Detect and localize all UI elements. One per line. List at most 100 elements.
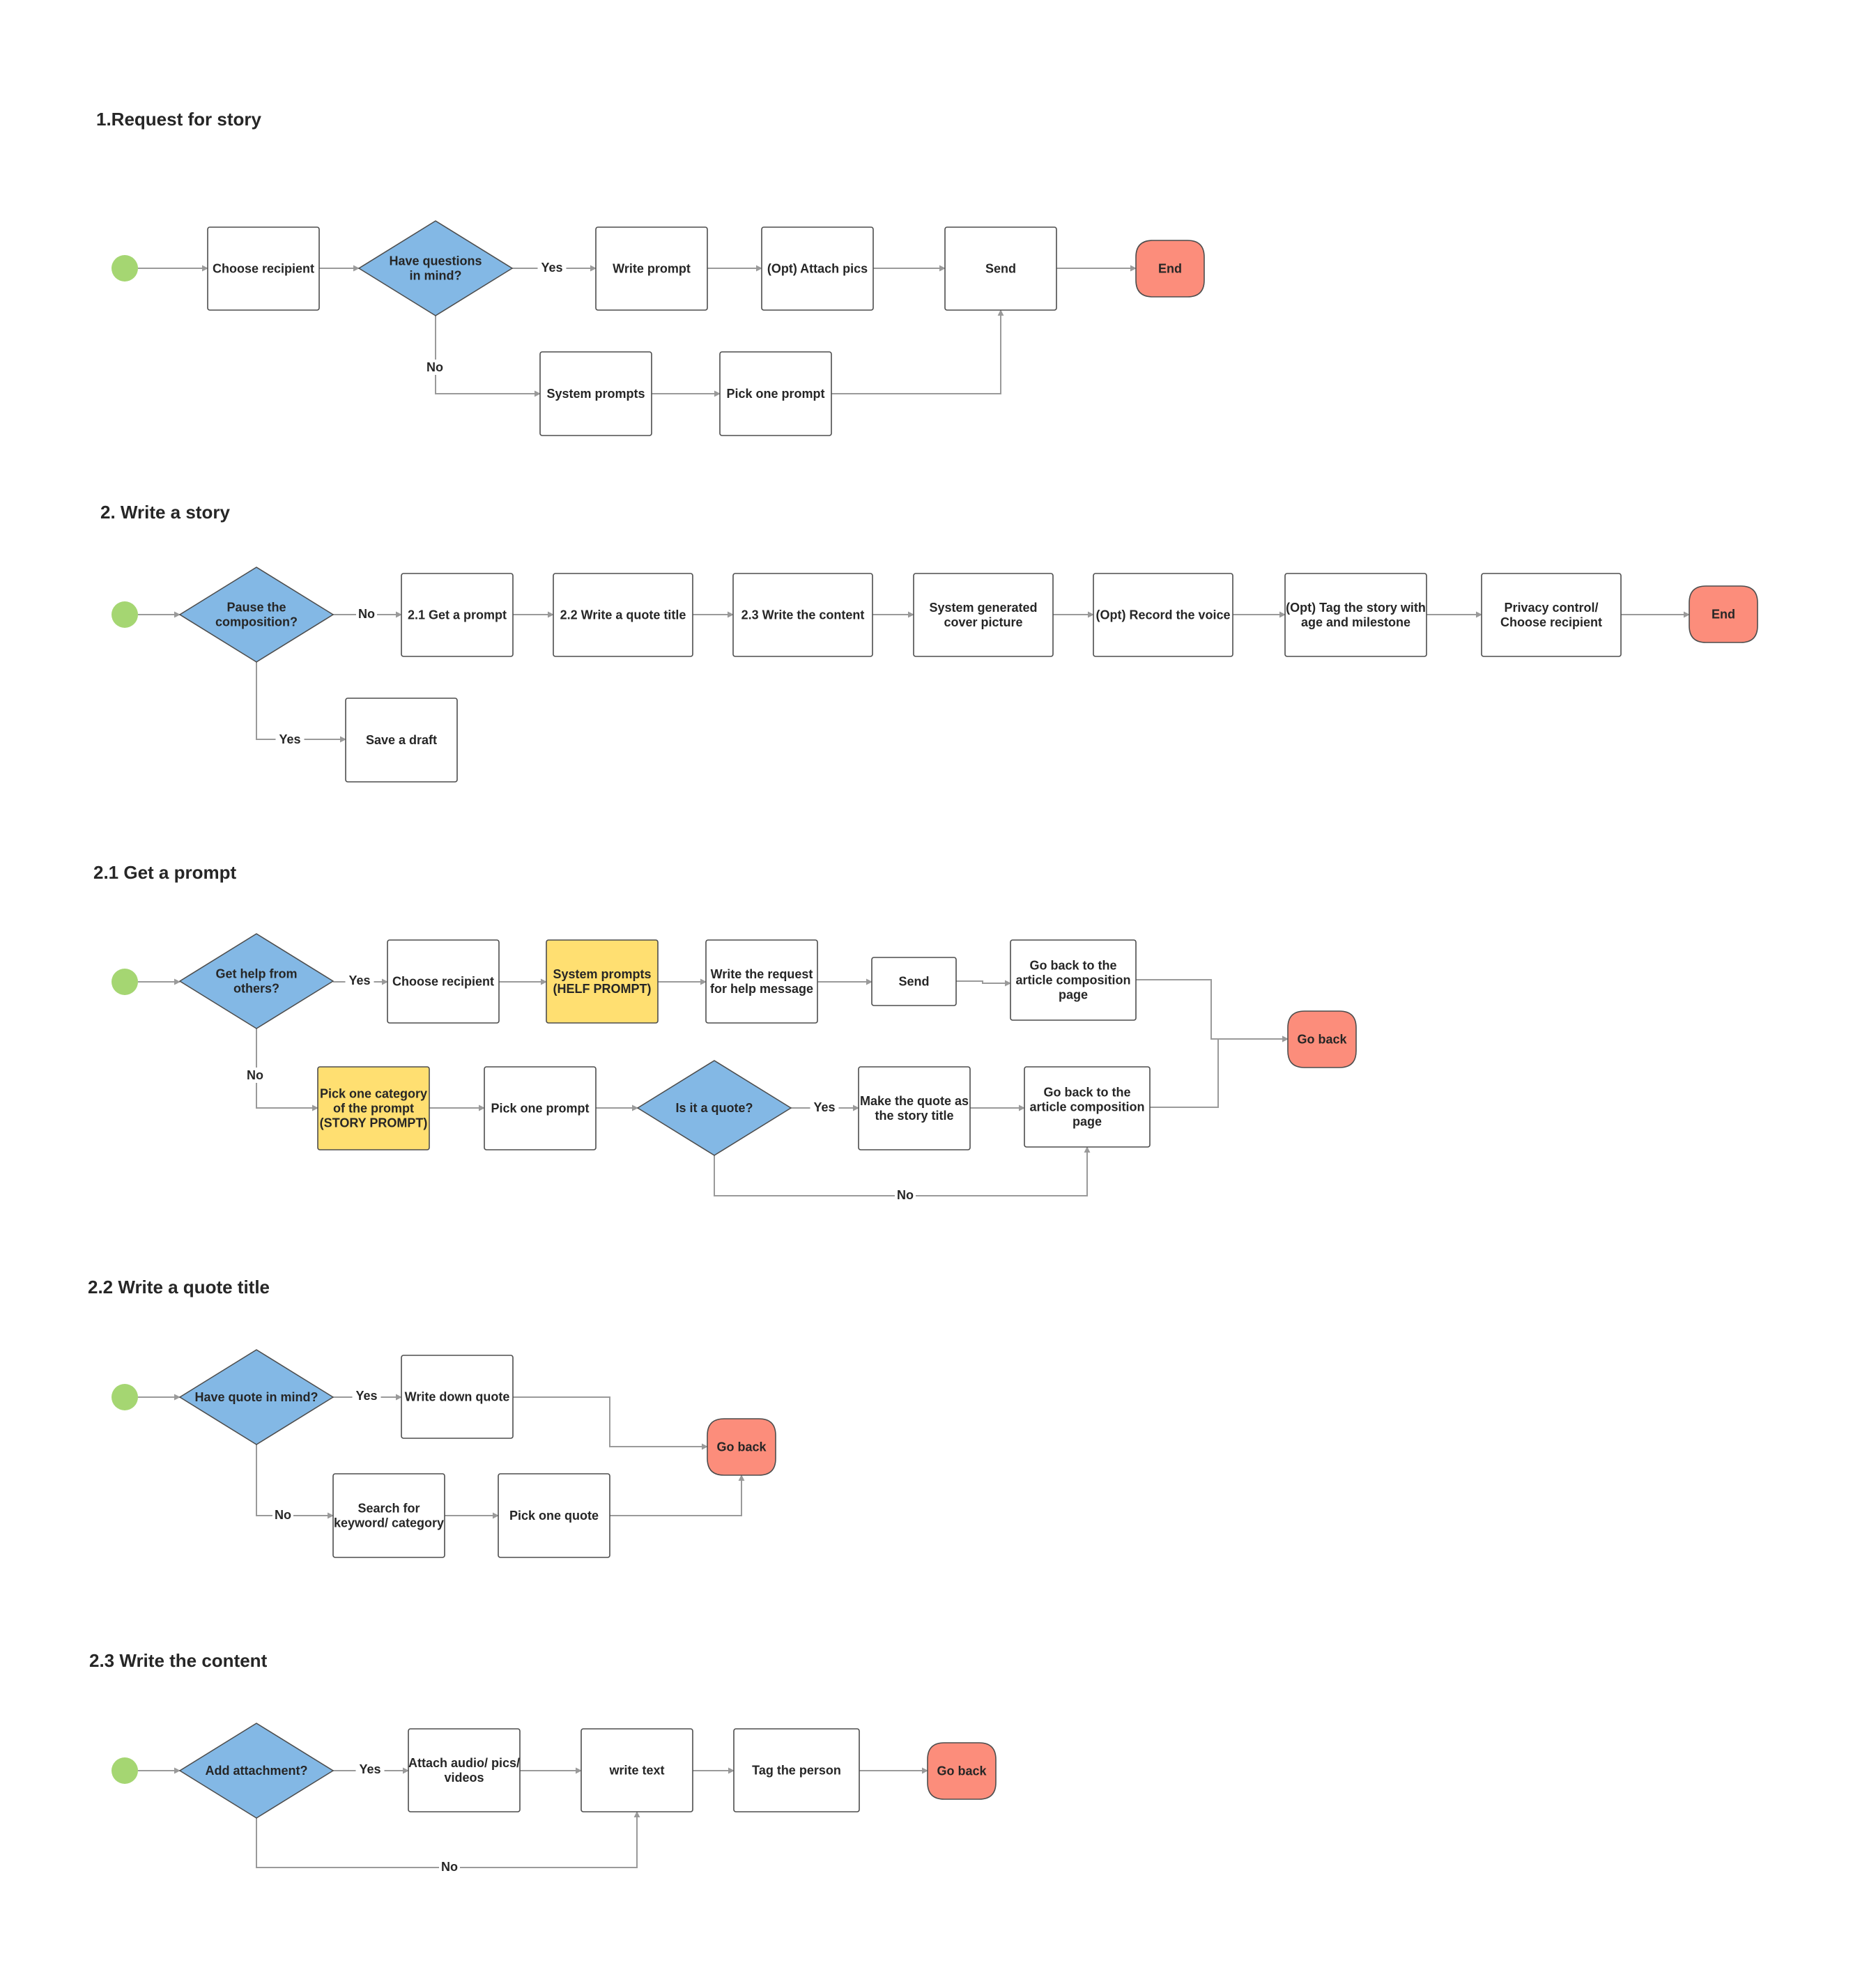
process-box <box>871 957 957 1006</box>
process-box <box>1481 573 1622 657</box>
connector-d1-to-n2: Yes <box>512 260 597 275</box>
decision-diamond <box>179 1349 334 1445</box>
process-node-n2: 2.2 Write a quote title <box>553 573 693 657</box>
process-label: Pick one quote <box>509 1509 599 1523</box>
terminal-node-shape <box>1287 1010 1357 1068</box>
process-node-n5: System prompts <box>539 351 652 436</box>
connector-label-background <box>895 1187 916 1203</box>
connector-line <box>610 1474 745 1516</box>
process-node-n5: (Opt) Record the voice <box>1093 573 1233 657</box>
connector-n5-to-e <box>1136 979 1289 1042</box>
process-box <box>1010 939 1137 1021</box>
process-label: Tag the person <box>752 1764 841 1778</box>
process-box <box>719 351 832 436</box>
process-box <box>858 1066 971 1150</box>
process-label: article composition <box>1015 973 1130 987</box>
connector-label: Yes <box>279 732 300 746</box>
decision-node-d2: Is it a quote? <box>637 1060 792 1156</box>
process-label: Go back to the <box>1043 1086 1130 1100</box>
connector-line <box>256 1029 318 1111</box>
process-box <box>944 226 1057 311</box>
decision-label: Pause the <box>226 601 286 615</box>
connector-d1-to-n1: Yes <box>333 1388 402 1403</box>
process-label: (Opt) Attach pics <box>767 262 868 276</box>
process-box <box>484 1066 597 1150</box>
start-node <box>112 1757 138 1784</box>
terminal-node-shape <box>1135 240 1205 298</box>
connector-d1-to-n2: No <box>256 1811 640 1874</box>
decision-label: Is it a quote? <box>675 1101 753 1115</box>
terminal-node-e: Go back <box>707 1418 776 1476</box>
process-label: Write down quote <box>405 1390 510 1404</box>
terminal-label: End <box>1158 262 1182 276</box>
process-label: 2.2 Write a quote title <box>560 608 686 622</box>
terminal-label: Go back <box>716 1440 767 1454</box>
process-label: article composition <box>1029 1100 1144 1114</box>
terminal-label: End <box>1712 608 1735 622</box>
connector-label: No <box>426 360 443 374</box>
process-label: the story title <box>875 1109 953 1123</box>
process-label: Make the quote as <box>860 1094 969 1108</box>
process-label: Write prompt <box>613 262 691 276</box>
process-label: Send <box>898 975 929 989</box>
process-box <box>761 226 874 311</box>
highlighted-process-box <box>317 1066 430 1150</box>
process-node-n4: Send <box>871 957 957 1006</box>
decision-node-d1: Add attachment? <box>179 1723 334 1819</box>
connector-line <box>956 980 1011 987</box>
process-label: 2.1 Get a prompt <box>408 608 507 622</box>
process-label: (Opt) Record the voice <box>1095 608 1230 622</box>
process-label: Pick one category <box>320 1087 427 1101</box>
process-node-n2: System prompts(HELF PROMPT) <box>546 939 659 1024</box>
process-label: Write the request <box>711 967 813 981</box>
terminal-node-e: Go back <box>927 1742 997 1800</box>
process-box <box>732 573 873 657</box>
connector-line <box>435 316 541 397</box>
connector-d2-to-n9: No <box>714 1146 1091 1203</box>
section-title: 2. Write a story <box>100 502 230 523</box>
connector-d1-to-n8: Yes <box>256 662 346 747</box>
decision-diamond <box>179 567 334 663</box>
connector-d1-to-n2: No <box>256 1445 334 1523</box>
terminal-node-e: Go back <box>1287 1010 1357 1068</box>
connector-label: Yes <box>359 1762 380 1776</box>
connector-label-background <box>439 1859 460 1874</box>
section-title: 2.3 Write the content <box>89 1650 268 1671</box>
connector-line <box>1150 1035 1289 1108</box>
connector-n1-to-e <box>513 1396 708 1450</box>
process-label: 2.3 Write the content <box>741 608 865 622</box>
start-node <box>112 255 138 282</box>
terminal-node-shape <box>1689 585 1758 643</box>
connector-label: Yes <box>541 261 562 275</box>
connector-n3-to-e <box>610 1474 745 1516</box>
process-box <box>581 1728 693 1812</box>
connector-label-background <box>345 973 374 988</box>
connector-label-background <box>424 360 445 375</box>
process-node-n1: 2.1 Get a prompt <box>401 573 514 657</box>
section-title: 1.Request for story <box>96 109 261 130</box>
decision-label: composition? <box>215 615 298 629</box>
terminal-node-e: End <box>1689 585 1758 643</box>
process-label: videos <box>444 1771 484 1785</box>
connector-label-background <box>245 1068 266 1083</box>
process-label: for help message <box>710 982 813 996</box>
process-box <box>207 226 320 311</box>
start-node <box>112 969 138 995</box>
process-node-n4: Send <box>944 226 1057 311</box>
decision-node-d1: Have quote in mind? <box>179 1349 334 1445</box>
connector-label: Yes <box>813 1100 835 1114</box>
process-label: of the prompt <box>333 1102 414 1116</box>
connector-label-background <box>537 260 567 275</box>
connector-label: No <box>441 1860 458 1874</box>
process-label: Pick one prompt <box>726 387 824 401</box>
process-label: Go back to the <box>1029 959 1116 973</box>
connector-label: No <box>247 1068 263 1082</box>
